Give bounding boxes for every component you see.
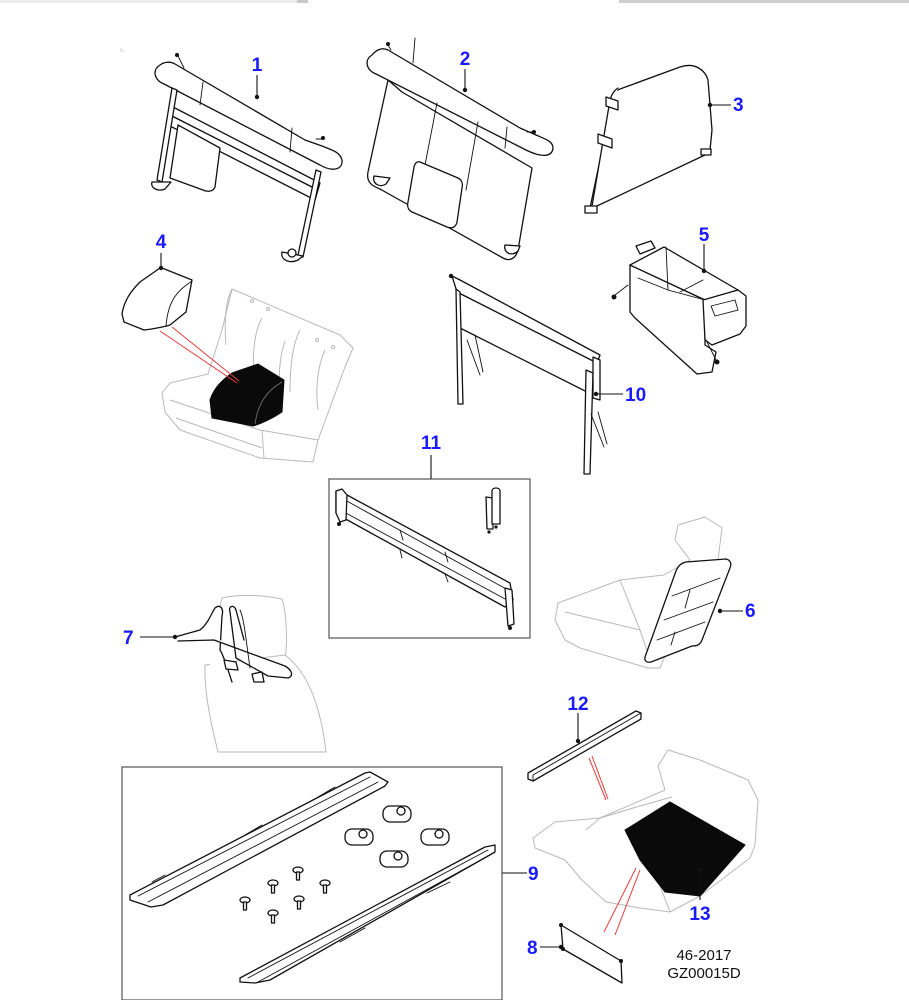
part-2-full-height-cargo-guard[interactable]	[366, 37, 554, 261]
part-5-organiser-box[interactable]	[611, 240, 747, 375]
callout-8[interactable]: 8	[527, 938, 564, 959]
part-10-cargo-net-partition[interactable]	[448, 273, 608, 475]
reference-line-2: GZ00015D	[667, 965, 741, 982]
part-6-seat-back-organiser[interactable]	[644, 558, 732, 663]
leader-dot-5	[701, 268, 707, 274]
reference-lines-8	[603, 867, 641, 936]
drawing-reference: 46-2017 GZ00015D	[667, 947, 741, 982]
leader-dot-8	[558, 944, 564, 950]
leader-dot-3	[707, 102, 713, 108]
reference-lines-12	[588, 755, 609, 801]
callout-label-4: 4	[156, 232, 167, 253]
callout-4[interactable]: 4	[156, 232, 167, 271]
leader-dot-6	[717, 608, 723, 614]
callout-label-7: 7	[123, 628, 134, 649]
retaining-block	[379, 850, 409, 868]
leader-dot-13	[697, 867, 703, 873]
retaining-block	[344, 828, 374, 846]
callout-label-11: 11	[421, 433, 442, 454]
part-1-cargo-guard[interactable]	[151, 53, 343, 263]
reference-lines-4	[159, 326, 240, 384]
retaining-block	[420, 828, 450, 846]
callout-label-8: 8	[527, 938, 538, 959]
callout-5[interactable]: 5	[699, 225, 710, 274]
callout-label-1: 1	[252, 55, 263, 76]
fasteners	[239, 866, 331, 924]
scrollbar-thumb-left[interactable]	[297, 0, 308, 3]
callout-label-12: 12	[567, 694, 588, 715]
callout-label-2: 2	[460, 49, 471, 70]
callout-10[interactable]: 10	[593, 385, 646, 406]
callout-11[interactable]: 11	[421, 433, 442, 479]
part-12-load-space-bar[interactable]	[527, 710, 642, 782]
leader-dot-7	[172, 634, 178, 640]
callout-2[interactable]: 2	[460, 49, 471, 93]
callout-6[interactable]: 6	[717, 601, 756, 622]
callout-1[interactable]: 1	[252, 55, 263, 100]
callout-9[interactable]: 9	[502, 864, 539, 885]
part-3-side-divider[interactable]	[584, 64, 713, 214]
callout-13[interactable]: 13	[689, 867, 711, 925]
scrollbar-track-right[interactable]	[619, 0, 909, 3]
callout-label-9: 9	[528, 864, 539, 885]
leader-dot-12	[575, 738, 581, 744]
scrollbar-track-left[interactable]	[0, 0, 308, 3]
leader-dot-10	[593, 391, 599, 397]
retaining-block	[382, 805, 412, 823]
leader-dot-4	[158, 265, 164, 271]
leader-dot-2	[462, 87, 468, 93]
callout-label-10: 10	[625, 385, 646, 406]
leader-dot-1	[254, 94, 260, 100]
reference-line-1: 46-2017	[676, 947, 731, 964]
callout-label-5: 5	[699, 225, 710, 246]
corner-mark	[120, 48, 124, 52]
group-box-11[interactable]	[328, 478, 531, 639]
callout-3[interactable]: 3	[707, 95, 744, 116]
callout-label-3: 3	[733, 95, 744, 116]
part-4-armrest-cover[interactable]	[121, 267, 285, 427]
part-8-side-net[interactable]	[559, 923, 623, 984]
part-7-clothes-hanger[interactable]	[174, 605, 293, 683]
callout-7[interactable]: 7	[123, 628, 178, 649]
group-box-9[interactable]	[121, 766, 503, 1000]
callout-label-6: 6	[745, 601, 756, 622]
callout-12[interactable]: 12	[567, 694, 589, 744]
callout-label-13: 13	[689, 904, 710, 925]
